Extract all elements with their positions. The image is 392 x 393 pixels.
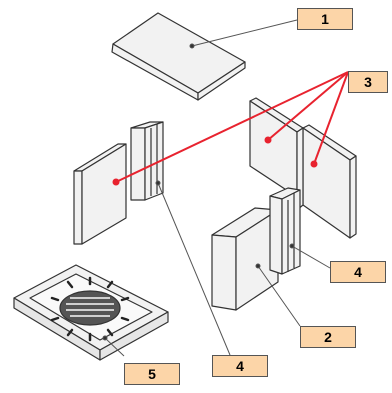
callout-4-right: 4 — [330, 261, 386, 283]
callout-2: 2 — [300, 326, 356, 348]
part-3-right-panels — [249, 97, 357, 239]
part-2-lower-panel — [211, 207, 279, 311]
part-1-top-plate — [111, 12, 246, 101]
callout-3: 3 — [348, 71, 388, 93]
part-4-left-post — [130, 121, 164, 201]
part-4-right-post — [269, 187, 301, 275]
part-3-left-panel — [73, 143, 127, 245]
leader-lines-red — [112, 71, 349, 186]
callout-1: 1 — [297, 8, 353, 30]
part-5-drain-grate — [13, 264, 169, 361]
callout-5: 5 — [124, 363, 180, 385]
leader-lines-dark — [102, 19, 331, 357]
callout-4-bottom: 4 — [212, 355, 268, 377]
